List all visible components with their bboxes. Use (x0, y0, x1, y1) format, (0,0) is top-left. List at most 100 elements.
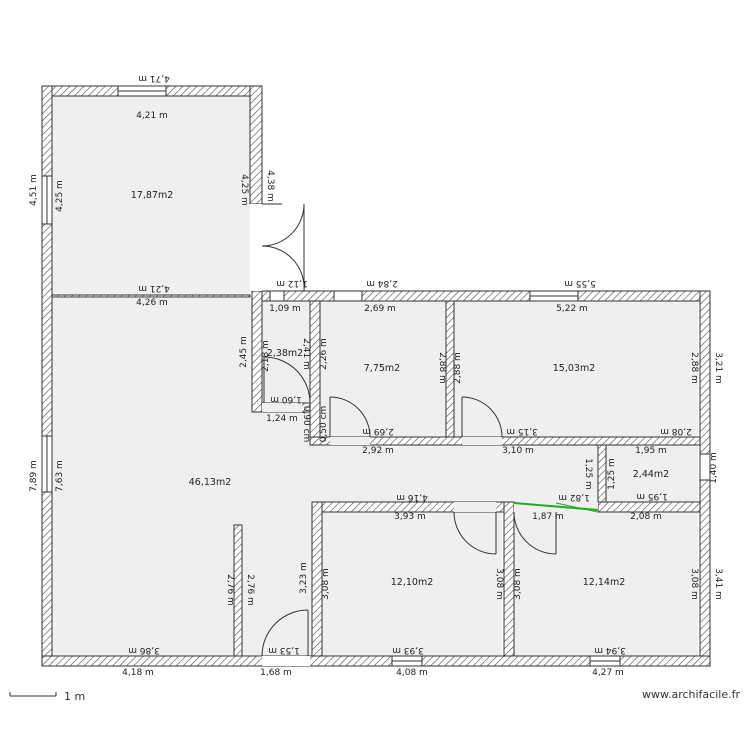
wall (41, 655, 711, 667)
area-bedroom-top-right: 15,03m2 (553, 363, 596, 374)
dim-label: 0,50 cm (319, 406, 329, 443)
dim-label: 2,69 m (362, 426, 394, 436)
area-wc: 2,38m2 (267, 348, 303, 359)
door-front (261, 609, 309, 657)
door-wc (263, 356, 311, 404)
dim-label: 4,21 m (136, 111, 168, 121)
opening-bed-door (462, 437, 502, 445)
wall (233, 524, 243, 657)
dim-label: 4,08 m (396, 668, 428, 678)
wall (251, 290, 711, 302)
room-bedroom-bottom-middle (322, 512, 502, 656)
dim-label: 2,41 m (301, 338, 311, 370)
door-bathroom (329, 396, 371, 438)
wall (311, 501, 323, 657)
area-living: 46,13m2 (189, 477, 232, 488)
area-bedroom-bottom-middle: 12,10m2 (391, 577, 434, 588)
opening-wc-door (262, 403, 302, 412)
dim-label: 2,18 m (261, 340, 271, 372)
room-floors (52, 96, 698, 656)
dimension-labels: 4,71 m 4,21 m 4,51 m 4,25 m 4,25 m 4,38 … (29, 73, 723, 678)
dim-label: 4,71 m (138, 73, 170, 83)
credit-text: www.archifacile.fr (642, 688, 740, 701)
dim-label: 2,08 m (630, 512, 662, 522)
area-bathroom: 7,75m2 (364, 363, 400, 374)
opening-door-right (514, 502, 556, 512)
scale-bar: 1 m (9, 690, 85, 703)
opening-front-door (262, 656, 310, 666)
dim-label: 3,08 m (321, 568, 331, 600)
wall (597, 501, 701, 513)
dim-label: 2,08 m (660, 426, 692, 436)
dim-label: 4,51 m (29, 174, 39, 206)
wall (597, 444, 607, 503)
door-bedroom-top-right (461, 396, 503, 438)
opening-bath-door (330, 437, 370, 445)
wall (41, 85, 53, 667)
area-closet: 2,44m2 (633, 469, 669, 480)
area-bedroom-top-left: 17,87m2 (131, 190, 174, 201)
dim-label: 1,68 m (260, 668, 292, 678)
dim-label: 1,25 m (607, 458, 617, 490)
wall (51, 294, 251, 298)
dim-label: 1,25 m (583, 458, 593, 490)
dim-label: 1,95 m (636, 491, 668, 501)
dim-label: 3,08 m (513, 568, 523, 600)
dim-label: 1,60 m (270, 394, 302, 404)
dim-label: 3,23 m (299, 562, 309, 594)
dim-label: 4,18 m (122, 668, 154, 678)
dim-label: 3,41 m (713, 568, 723, 600)
area-bedroom-bottom-right: 12,14m2 (583, 577, 626, 588)
dim-label: 5,55 m (564, 278, 596, 288)
scale-label: 1 m (64, 690, 85, 703)
window (333, 290, 363, 302)
dim-label: 4,25 m (239, 174, 249, 206)
dim-label: 2,88 m (453, 352, 463, 384)
dim-label: 1,82 m (558, 492, 590, 502)
room-bedroom-bottom-right (514, 512, 698, 656)
dim-label: 4,27 m (592, 668, 624, 678)
dim-label: 4,26 m (136, 298, 168, 308)
dim-label: 1,95 m (635, 446, 667, 456)
room-areas: 17,87m2 46,13m2 2,38m2 7,75m2 15,03m2 2,… (131, 190, 669, 588)
room-wc (262, 301, 310, 403)
dim-label: 4,16 m (396, 492, 428, 502)
doors (261, 203, 557, 657)
dim-label: 4,25 m (55, 180, 65, 212)
dim-label: 2,88 m (437, 352, 447, 384)
dim-label: 3,86 m (128, 645, 160, 655)
opening-door-mid (454, 502, 496, 512)
dim-label: 1,87 m (532, 512, 564, 522)
wall (503, 501, 515, 657)
dim-label: 4,38 m (265, 170, 275, 202)
opening-entrance (250, 204, 262, 291)
dim-label: 1,24 m (266, 414, 298, 424)
dim-label: 1,40 m (709, 452, 719, 484)
dim-label: 2,69 m (364, 304, 396, 314)
room-living (52, 298, 252, 656)
dim-label: 4,21 m (138, 283, 170, 293)
dim-label: 2,45 m (239, 336, 249, 368)
room-living-extension (252, 412, 312, 656)
wall (309, 436, 701, 446)
window (699, 453, 711, 481)
door-bedroom-bottom-middle (453, 511, 497, 555)
room-corridor (310, 445, 600, 502)
wall (249, 85, 263, 205)
room-closet (606, 445, 698, 502)
room-bathroom (320, 301, 446, 437)
dim-label: 3,10 m (502, 446, 534, 456)
dim-label: 1,53 m (268, 645, 300, 655)
dim-label: 7,89 m (29, 460, 39, 492)
room-bedroom-top-left (52, 96, 250, 296)
dim-label: 2,76 m (245, 574, 255, 606)
dim-label: 2,76 m (225, 574, 235, 606)
dim-label: 3,15 m (506, 426, 538, 436)
dim-label: 1,12 m (276, 278, 308, 288)
door-bedroom-bottom-right (513, 511, 557, 555)
dim-label: 5,22 m (556, 304, 588, 314)
dim-label: 7,63 m (55, 460, 65, 492)
dim-label: 3,21 m (713, 352, 723, 384)
windows (41, 85, 711, 667)
